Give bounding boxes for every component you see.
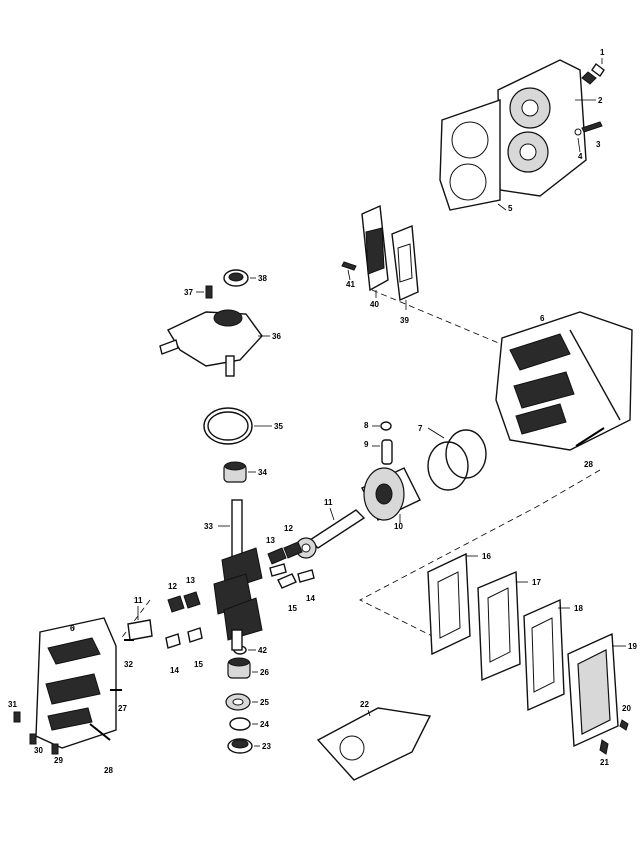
callout-36: 36	[272, 332, 281, 341]
assembly-lines	[119, 289, 601, 641]
callout-25: 25	[260, 698, 269, 707]
callout-40: 40	[370, 300, 379, 309]
callout-4: 4	[578, 152, 583, 161]
main-bearings	[165, 591, 203, 649]
callout-39: 39	[400, 316, 409, 325]
callout-23: 23	[262, 742, 271, 751]
piston-rings	[427, 427, 487, 491]
callout-9: 9	[364, 440, 369, 449]
callout-31: 31	[8, 700, 17, 709]
exhaust-gasket-17	[477, 570, 528, 682]
bearing-26	[227, 657, 258, 679]
callout-6: 6	[540, 314, 545, 323]
callout-21: 21	[600, 758, 609, 767]
rod-bearings	[267, 541, 315, 589]
piston	[361, 467, 421, 524]
callout-13: 13	[266, 536, 275, 545]
callout-32: 32	[124, 660, 133, 669]
callout-29: 29	[54, 756, 63, 765]
crankcase	[35, 617, 117, 749]
callout-15-lower: 15	[194, 660, 203, 669]
callout-7: 7	[418, 424, 423, 433]
top-bearing-34	[223, 461, 256, 483]
callout-15: 15	[288, 604, 297, 613]
callout-26: 26	[260, 668, 269, 677]
callout-37: 37	[184, 288, 193, 297]
callout-14: 14	[306, 594, 315, 603]
callout-28: 28	[104, 766, 113, 775]
cylinder-head	[497, 59, 596, 197]
callout-35: 35	[274, 422, 283, 431]
block-stud	[575, 427, 605, 447]
retaining-ring-24	[229, 717, 258, 731]
callout-12: 12	[284, 524, 293, 533]
callout-42: 42	[258, 646, 267, 655]
callout-11-lower: 11	[134, 596, 143, 605]
connecting-rod	[295, 507, 366, 559]
callout-1: 1	[600, 48, 605, 57]
cylinder-block	[495, 311, 633, 451]
screw-37	[196, 285, 213, 299]
spark-plug	[581, 58, 605, 85]
callout-41: 41	[346, 280, 355, 289]
crankcase-screws	[13, 639, 134, 755]
callout-3: 3	[596, 140, 601, 149]
callout-14-lower: 14	[170, 666, 179, 675]
callout-33: 33	[204, 522, 213, 531]
wrist-pin	[372, 421, 393, 465]
callout-22: 22	[360, 700, 369, 709]
exhaust-plate-18	[523, 598, 570, 712]
callout-24: 24	[260, 720, 269, 729]
callout-38: 38	[258, 274, 267, 283]
head-screw	[574, 121, 603, 153]
cover-screws	[599, 719, 629, 755]
bottom-gasket	[316, 707, 432, 781]
intake-cover	[361, 204, 419, 310]
callout-6-lower: 6	[70, 624, 75, 633]
callout-30: 30	[34, 746, 43, 755]
callout-13-lower: 13	[186, 576, 195, 585]
callout-19: 19	[628, 642, 637, 651]
callout-34: 34	[258, 468, 267, 477]
seal-38	[223, 269, 256, 287]
callout-2: 2	[598, 96, 603, 105]
callout-18: 18	[574, 604, 583, 613]
rod-cap	[127, 606, 153, 641]
bearing-25	[225, 693, 258, 711]
seal-23	[227, 738, 260, 754]
callout-12-lower: 12	[168, 582, 177, 591]
callout-17: 17	[532, 578, 541, 587]
callout-20: 20	[622, 704, 631, 713]
head-gasket	[439, 99, 507, 211]
callout-28-upper: 28	[584, 460, 593, 469]
callout-10: 10	[394, 522, 403, 531]
callout-16: 16	[482, 552, 491, 561]
cover-screw	[341, 261, 357, 281]
callout-8: 8	[364, 421, 369, 430]
crankshaft	[213, 499, 263, 651]
gasket-35	[203, 407, 272, 445]
callout-5: 5	[508, 204, 513, 213]
exhaust-cover-19	[567, 632, 626, 748]
callout-27: 27	[118, 704, 127, 713]
callout-11: 11	[324, 498, 333, 507]
exhaust-plate-16	[427, 552, 478, 656]
upper-housing	[159, 309, 270, 377]
